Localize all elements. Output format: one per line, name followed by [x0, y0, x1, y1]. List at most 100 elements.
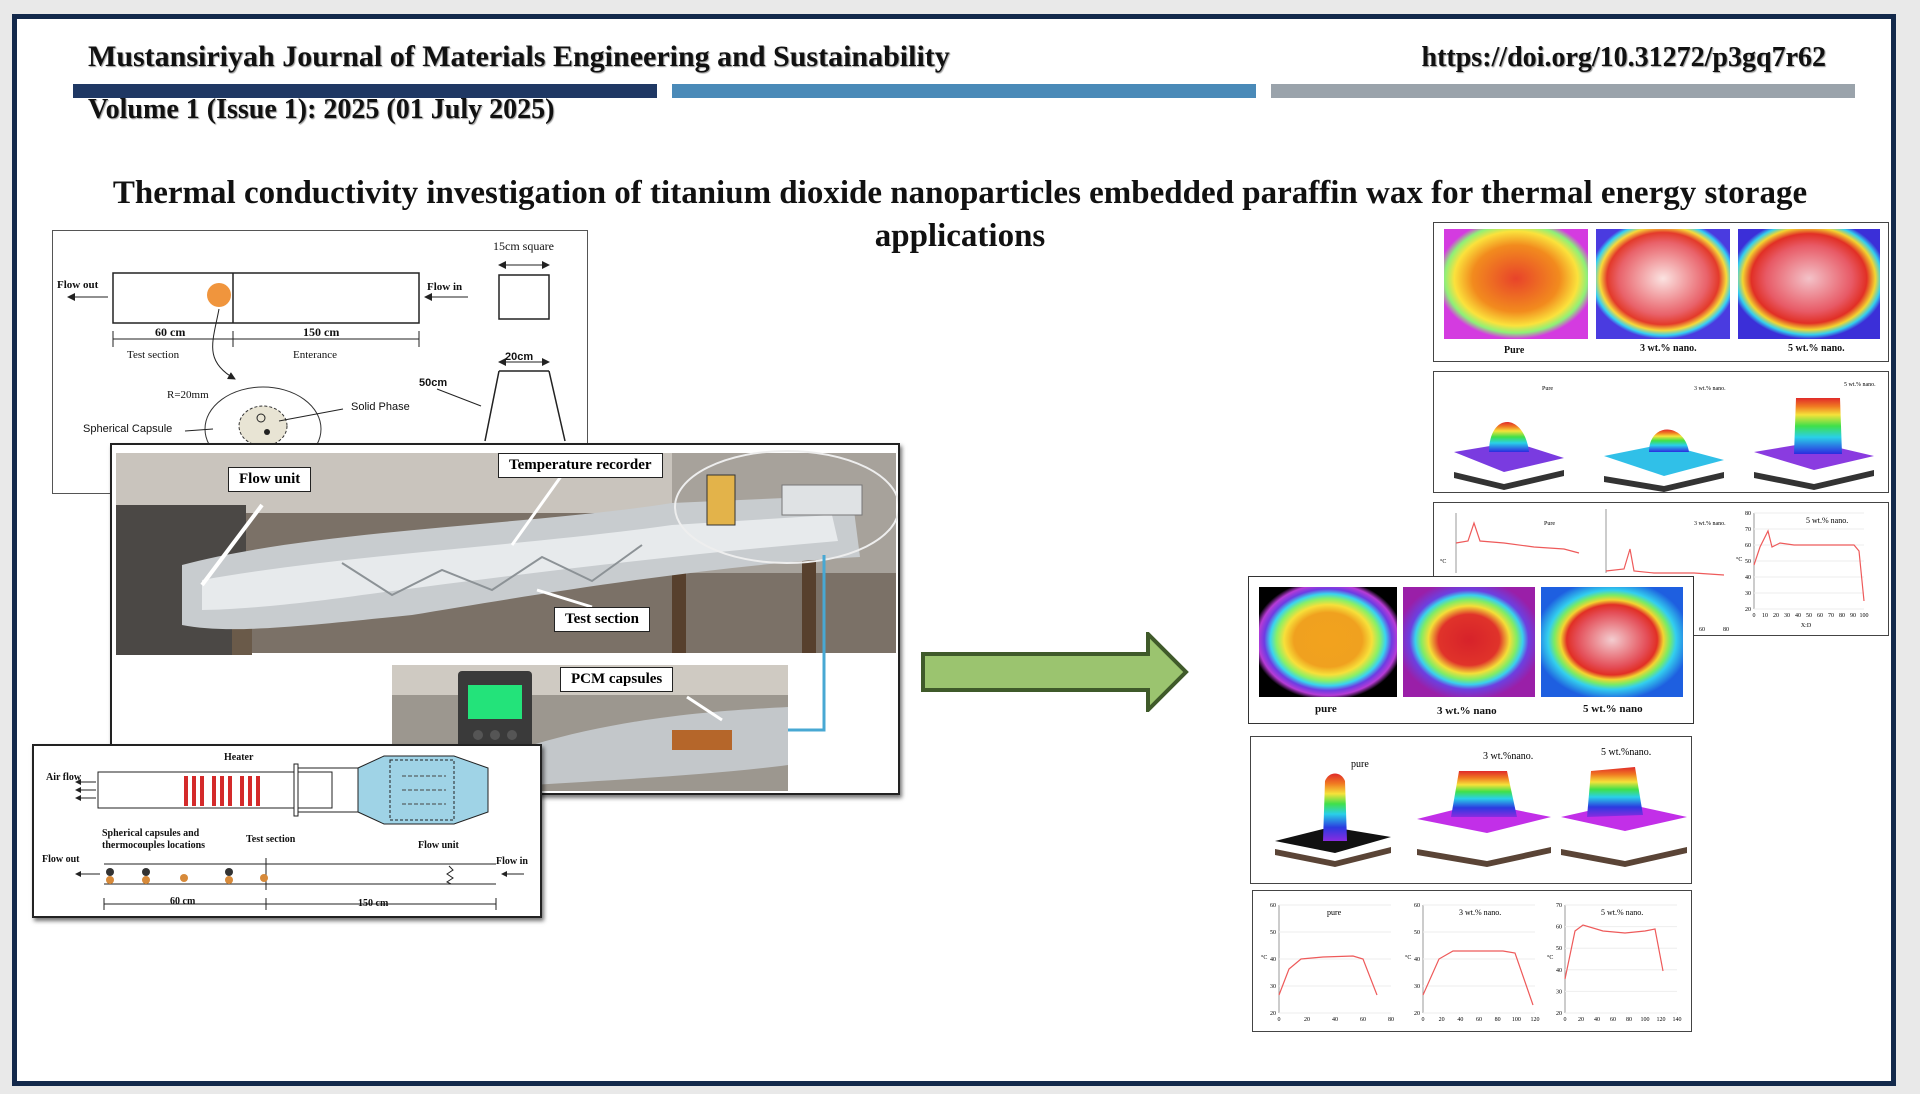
surface-plot-pure	[1454, 422, 1564, 490]
process-arrow	[921, 632, 1189, 712]
line-bottom-5wt-series	[1564, 924, 1664, 980]
line-top-5wt-x-tick: 40	[1795, 613, 1801, 619]
capsules-locations-label-2: thermocouples locations	[102, 840, 206, 851]
line-top-3wt: 3 wt.% nano.	[1605, 509, 1726, 576]
schematic-bottom-drawing	[75, 755, 524, 910]
line-top-3wt-series	[1605, 548, 1725, 576]
test-section-label: Test section	[246, 834, 296, 845]
journal-title: Mustansiriyah Journal of Materials Engin…	[88, 40, 950, 73]
thermal-bottom-5wt	[1541, 587, 1683, 697]
line-top-5wt-x-tick: 100	[1860, 613, 1869, 619]
line-top-5wt-x-tick: 30	[1784, 613, 1790, 619]
flow-in-label: Flow in	[427, 281, 463, 293]
surface-plots-top: Pure 3 wt.% nano. 5 wt.% nano.	[1433, 371, 1889, 493]
thermal-images-bottom-drawing	[1259, 587, 1683, 697]
surface-top-title-5wt: 5 wt.% nano.	[1844, 382, 1876, 388]
flow-out-label: Flow out	[57, 279, 99, 291]
dim-test-label: 60 cm	[155, 325, 186, 339]
line-top-5wt-x-tick: 60	[1817, 613, 1823, 619]
line-bottom-pure-y-tick: 40	[1270, 957, 1276, 963]
line-bottom-3wt-y-tick: 40	[1414, 957, 1420, 963]
line-top-5wt-x-tick: 90	[1850, 613, 1856, 619]
flow-unit-label: Flow unit	[418, 840, 459, 851]
thermal-bottom-3wt	[1403, 587, 1535, 697]
line-top-5wt-x-tick: 70	[1828, 613, 1834, 619]
line-bottom-3wt-x-tick: 100	[1512, 1017, 1521, 1023]
line-top-3wt-x-tick: 60	[1699, 627, 1705, 633]
rig-photo: Flow unit Temperature recorder Test sect…	[110, 443, 900, 795]
line-bottom-3wt-y-tick: 30	[1414, 984, 1420, 990]
header-bar-2	[672, 84, 1256, 98]
line-bottom-3wt-x-tick: 60	[1476, 1017, 1482, 1023]
paper-title: Thermal conductivity investigation of ti…	[112, 175, 1808, 254]
flow-in-label: Flow in	[496, 856, 528, 867]
flow-out-label: Flow out	[42, 854, 80, 865]
thermal-bottom-label-5wt: 5 wt.% nano	[1583, 703, 1643, 715]
surface-bottom-pure	[1275, 773, 1391, 867]
doi-link[interactable]: https://doi.org/10.31272/p3gq7r62	[1421, 42, 1826, 73]
line-bottom-3wt-x-tick: 120	[1531, 1017, 1540, 1023]
surface-plots-top-drawing: Pure 3 wt.% nano. 5 wt.% nano.	[1454, 382, 1876, 492]
line-bottom-5wt-y-tick: 20	[1556, 1011, 1562, 1017]
volume-info: Volume 1 (Issue 1): 2025 (01 July 2025)	[88, 94, 555, 125]
surface-top-title-pure: Pure	[1542, 386, 1553, 392]
line-bottom-5wt-x-tick: 20	[1578, 1017, 1584, 1023]
thermal-top-label-5wt: 5 wt.% nano.	[1788, 343, 1845, 354]
dim-entrance-label: 150 cm	[358, 898, 389, 909]
radius-label: R=20mm	[167, 389, 209, 401]
line-top-5wt-x-tick: 50	[1806, 613, 1812, 619]
line-bottom-pure-x-tick: 20	[1304, 1017, 1310, 1023]
surface-bottom-title-pure: pure	[1351, 759, 1369, 770]
line-top-5wt-series	[1753, 529, 1865, 602]
line-bottom-pure-x-tick: 0	[1278, 1017, 1281, 1023]
line-bottom-3wt-x-tick: 40	[1457, 1017, 1463, 1023]
heater-label: Heater	[224, 752, 254, 763]
line-top-5wt-y-tick: 30	[1745, 591, 1751, 597]
line-top-5wt-title: 5 wt.% nano.	[1806, 516, 1848, 525]
line-bottom-pure-y-tick: 20	[1270, 1011, 1276, 1017]
line-bottom-5wt-x-tick: 80	[1626, 1017, 1632, 1023]
line-top-5wt-x-tick: 20	[1773, 613, 1779, 619]
line-top-pure: Pure	[1455, 513, 1580, 573]
line-top-5wt-y-tick: 50	[1745, 559, 1751, 565]
surface-plots-bottom-drawing: pure 3 wt.%nano. 5 wt.%nano.	[1275, 747, 1687, 867]
flow-unit-callout: Flow unit	[228, 467, 312, 492]
line-bottom-5wt-title: 5 wt.% nano.	[1601, 908, 1643, 917]
line-bottom-5wt-y-tick: 60	[1556, 925, 1562, 931]
line-bottom-5wt-x-tick: 60	[1610, 1017, 1616, 1023]
thermal-images-bottom: pure 3 wt.% nano 5 wt.% nano	[1248, 576, 1694, 724]
line-bottom-3wt-series	[1422, 950, 1534, 1006]
dim-test-label: 60 cm	[170, 896, 196, 907]
thermal-images-top: Pure 3 wt.% nano. 5 wt.% nano.	[1433, 222, 1889, 362]
pcm-capsules-callout: PCM capsules	[560, 667, 674, 692]
line-bottom-5wt-x-tick: 40	[1594, 1017, 1600, 1023]
capsules-locations-label: Spherical capsules and	[102, 828, 200, 839]
line-top-5wt-y-tick: 40	[1745, 575, 1751, 581]
line-bottom-5wt-x-tick: 0	[1564, 1017, 1567, 1023]
line-top-5wt-x-tick: 0	[1753, 613, 1756, 619]
line-bottom-5wt-y-tick: 50	[1556, 946, 1562, 952]
line-bottom-5wt-x-tick: 140	[1673, 1017, 1682, 1023]
line-top-5wt-y-tick: 20	[1745, 607, 1751, 613]
surface-bottom-title-3wt: 3 wt.%nano.	[1483, 751, 1533, 762]
solid-phase-label: Solid Phase	[351, 401, 410, 413]
line-bottom-3wt-unit: °C	[1405, 954, 1411, 961]
line-bottom-5wt-y-tick: 40	[1556, 968, 1562, 974]
line-top-5wt-y-tick: 70	[1745, 527, 1751, 533]
line-top-5wt-unit: °C	[1736, 556, 1742, 563]
line-top-5wt-y-tick: 60	[1745, 543, 1751, 549]
arrow-shape	[921, 632, 1189, 712]
schematic-top-drawing	[67, 261, 566, 472]
air-flow-label: Air flow	[46, 772, 82, 783]
test-section-label: Test section	[127, 349, 180, 361]
line-top-3wt-x-tick: 80	[1723, 627, 1729, 633]
thermal-top-5wt	[1738, 229, 1880, 339]
thermal-top-label-3wt: 3 wt.% nano.	[1640, 343, 1697, 354]
line-top-pure-series	[1455, 521, 1580, 554]
line-bottom-3wt-x-tick: 20	[1439, 1017, 1445, 1023]
line-bottom-3wt-x-tick: 80	[1495, 1017, 1501, 1023]
